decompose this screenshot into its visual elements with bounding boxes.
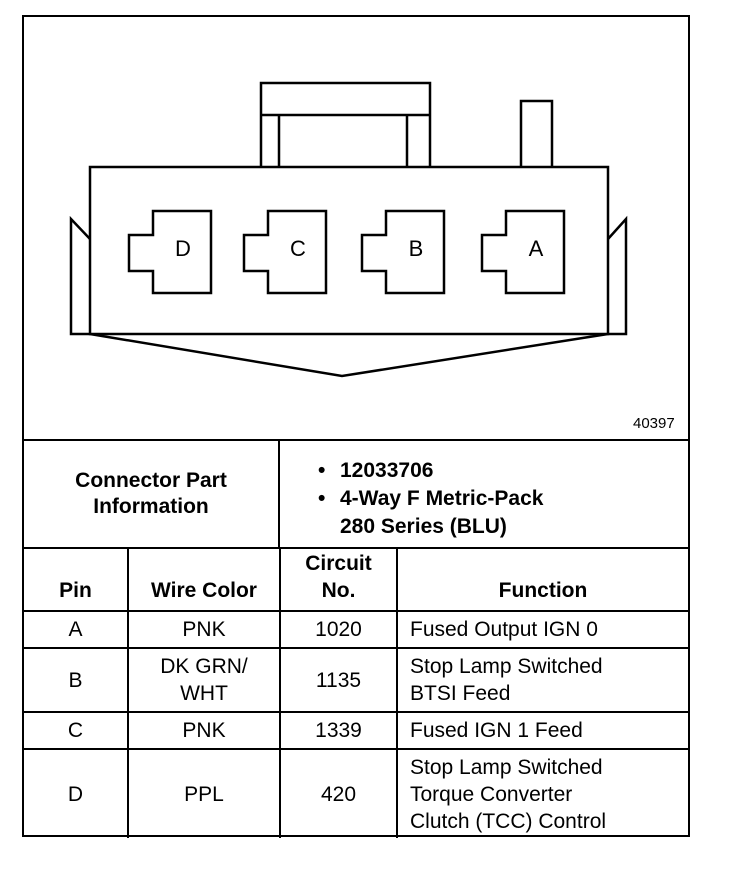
function-line2: Torque Converter — [410, 782, 573, 806]
pin-cell: B — [24, 647, 129, 713]
info-label-line2: Information — [93, 495, 209, 518]
table-row: B DK GRN/ WHT 1135 Stop Lamp Switched BT… — [24, 647, 688, 713]
function-cell: Stop Lamp Switched Torque Converter Clut… — [396, 748, 688, 838]
function-cell: Stop Lamp Switched BTSI Feed — [396, 647, 688, 713]
bullet-icon: • — [318, 459, 326, 482]
function-cell: Fused Output IGN 0 — [396, 610, 688, 649]
pin-cell: A — [24, 610, 129, 649]
connector-cavity — [480, 209, 566, 295]
function-line1: Stop Lamp Switched — [410, 655, 603, 678]
wire-color-line1: DK GRN/ — [160, 655, 248, 678]
cavity-pin-label: D — [175, 236, 191, 261]
figure-number: 40397 — [633, 415, 675, 432]
function-line1: Stop Lamp Switched — [410, 755, 603, 779]
left-latch — [69, 215, 91, 336]
table-row: A PNK 1020 Fused Output IGN 0 — [24, 610, 688, 649]
connector-cavity — [242, 209, 328, 295]
pin-cell: D — [24, 748, 129, 838]
header-function: Function — [396, 547, 688, 612]
cavity-pin-label: A — [529, 236, 544, 261]
table-row: D PPL 420 Stop Lamp Switched Torque Conv… — [24, 748, 688, 838]
table-row: C PNK 1339 Fused IGN 1 Feed — [24, 711, 688, 750]
connector-description-line2: 280 Series (BLU) — [340, 515, 507, 538]
info-values: • 12033706 • 4-Way F Metric-Pack 280 Ser… — [318, 457, 543, 541]
right-latch — [607, 215, 628, 336]
connector-cavity — [360, 209, 446, 295]
header-circuit: Circuit No. — [279, 547, 398, 612]
cavity-pin-label: B — [409, 236, 424, 261]
connector-cavity — [127, 209, 213, 295]
part-number: 12033706 — [340, 459, 434, 482]
cavity-pin-label: C — [290, 236, 306, 261]
connector-part-info: Connector Part Information • 12033706 • … — [24, 439, 688, 547]
circuit-cell: 420 — [279, 748, 398, 838]
circuit-cell: 1135 — [279, 647, 398, 713]
bullet-icon: • — [318, 487, 326, 510]
function-cell: Fused IGN 1 Feed — [396, 711, 688, 750]
function-line3: Clutch (TCC) Control — [410, 809, 607, 833]
circuit-cell: 1339 — [279, 711, 398, 750]
wire-color-cell: PNK — [127, 610, 281, 649]
header-wire-color: Wire Color — [127, 547, 281, 612]
header-pin: Pin — [24, 547, 129, 612]
info-label-line1: Connector Part — [75, 469, 227, 492]
header-circuit-line1: Circuit — [305, 552, 372, 575]
info-label: Connector Part Information — [24, 441, 280, 547]
connector-key — [519, 99, 554, 167]
function-line2: BTSI Feed — [410, 682, 511, 705]
wire-color-cell: PPL — [127, 748, 281, 838]
pin-table: Pin Wire Color Circuit No. Function A PN… — [24, 547, 688, 838]
connector-lock-tab — [259, 81, 432, 167]
circuit-cell: 1020 — [279, 610, 398, 649]
header-circuit-line2: No. — [321, 579, 356, 602]
pin-cell: C — [24, 711, 129, 750]
connector-bevel — [89, 332, 609, 378]
wire-color-cell: DK GRN/ WHT — [127, 647, 281, 713]
connector-description-line1: 4-Way F Metric-Pack — [340, 487, 544, 510]
wire-color-line2: WHT — [180, 682, 228, 705]
wire-color-cell: PNK — [127, 711, 281, 750]
